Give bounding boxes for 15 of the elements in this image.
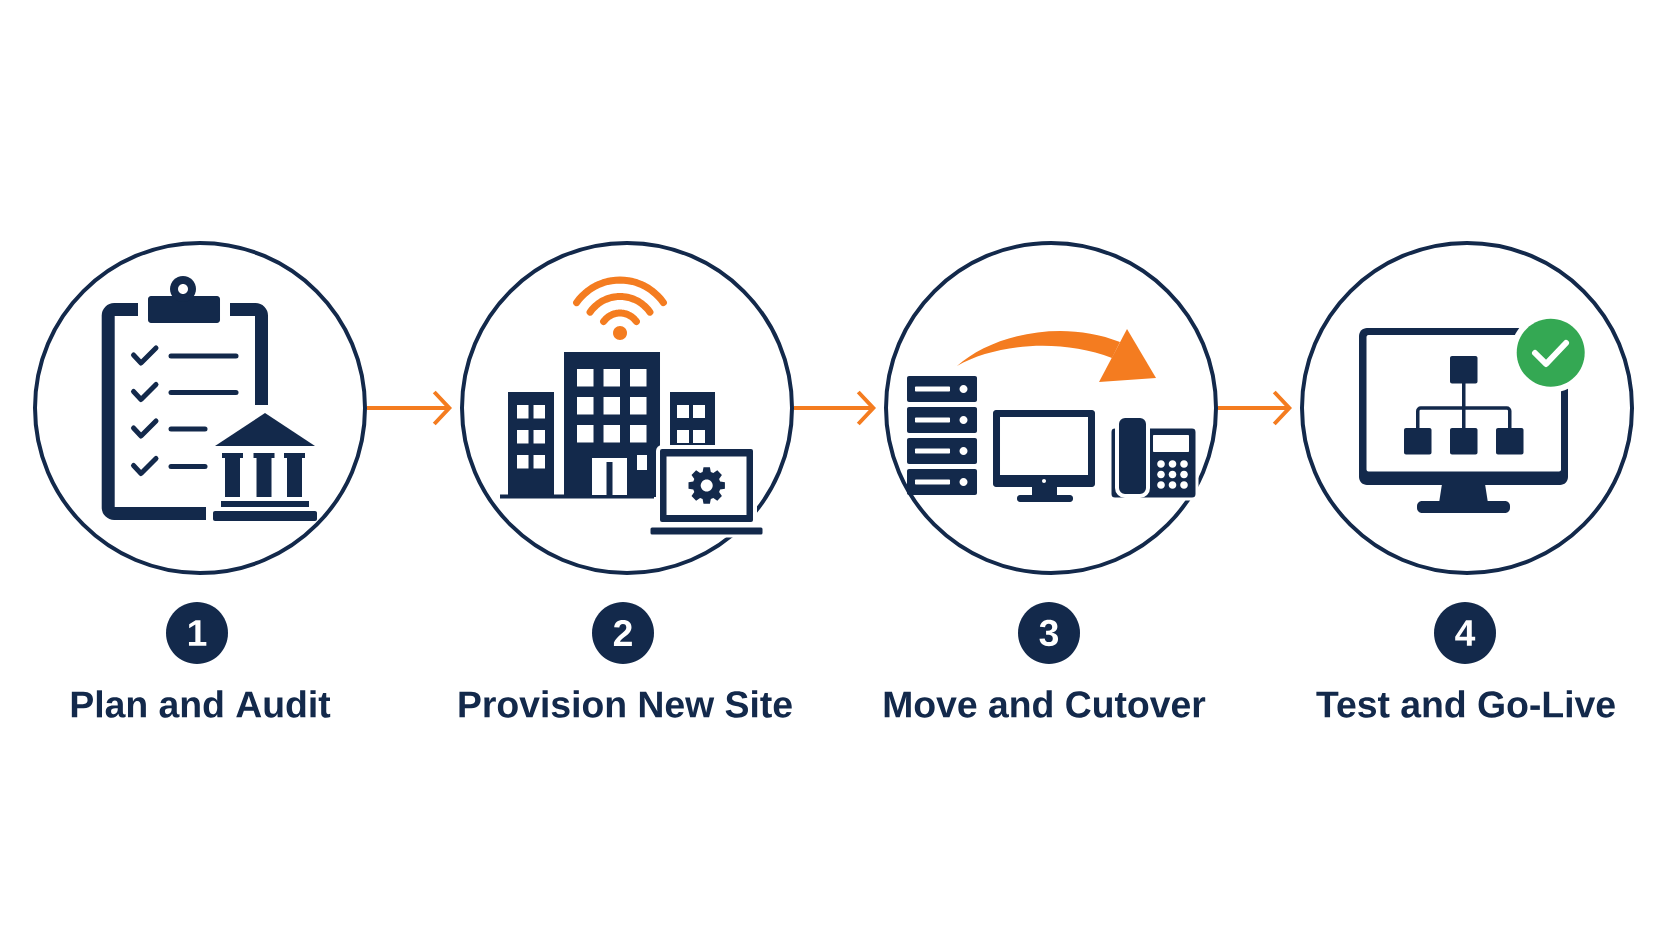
step-circle	[460, 241, 794, 575]
step-circle	[884, 241, 1218, 575]
number-badge: 3	[1018, 602, 1080, 664]
step-label: Plan and Audit	[71, 690, 331, 718]
step-circle	[1300, 241, 1634, 575]
step-circle	[33, 241, 367, 575]
step-label: Test and Go-Live	[1316, 690, 1615, 718]
step-label: Provision New Site	[459, 690, 792, 718]
number-badge: 1	[166, 602, 228, 664]
number-badge: 2	[592, 602, 654, 664]
arrow	[1218, 390, 1292, 426]
step-label: Move and Cutover	[884, 690, 1206, 718]
number-badge: 4	[1434, 602, 1496, 664]
arrow	[794, 390, 876, 426]
arrow	[367, 390, 452, 426]
